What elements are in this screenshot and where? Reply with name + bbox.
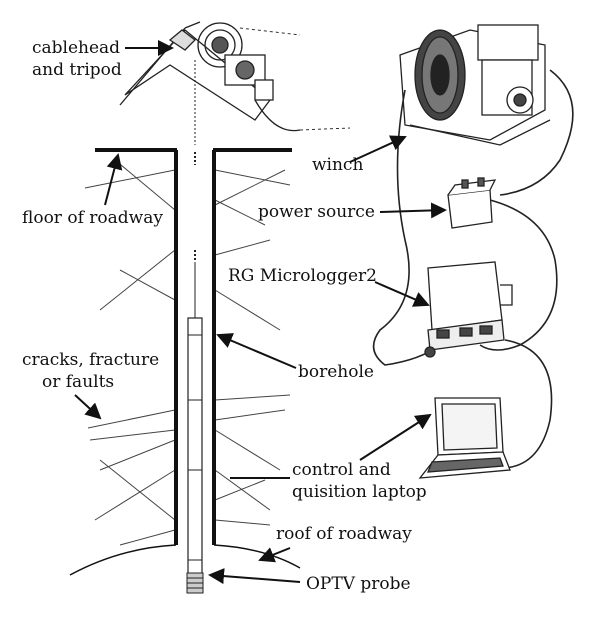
label-roof-of-roadway: roof of roadway [276,524,412,544]
tripod-cablehead [119,21,301,132]
annotation-arrows [74,40,447,585]
label-borehole: borehole [298,362,374,382]
crack-lines [84,159,291,546]
label-optv-probe: OPTV probe [306,574,411,594]
label-floor-of-roadway: floor of roadway [22,208,163,228]
label-cracks-line2: or faults [42,372,115,392]
equipment-cables [372,69,574,469]
power-source [447,177,497,229]
label-micrologger: RG Micrologger2 [228,266,377,286]
label-cablehead-line1: cablehead [32,38,121,58]
winch [399,24,551,146]
optv-probe [186,317,204,594]
label-winch: winch [312,155,364,175]
label-cracks-line1: cracks, fracture [22,350,160,370]
borehole-walls [69,148,301,576]
label-laptop-line1: control and [292,460,391,480]
label-cablehead-line2: and tripod [32,60,122,80]
laptop [418,397,511,479]
label-laptop-line2: quisition laptop [292,482,427,502]
label-power-source: power source [258,202,375,222]
surface-cables [239,27,351,131]
micrologger [424,261,513,358]
